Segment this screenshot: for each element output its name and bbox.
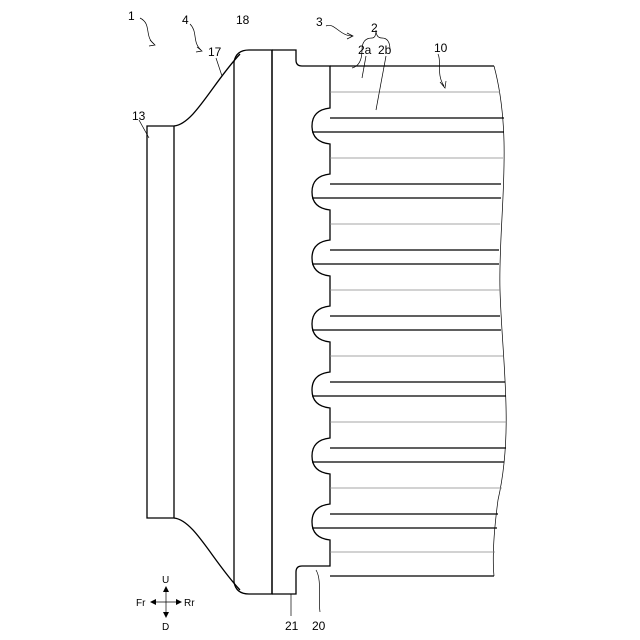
label-2: 2	[371, 21, 378, 35]
direction-down: D	[162, 622, 169, 633]
leader-lines	[139, 18, 446, 616]
ridge-lines	[330, 92, 507, 552]
neck-upper-curve	[174, 54, 240, 126]
label-10: 10	[434, 41, 448, 55]
label-20: 20	[312, 619, 326, 633]
direction-up: U	[162, 575, 169, 586]
grooves	[312, 118, 506, 528]
direction-front: Fr	[136, 598, 146, 609]
direction-rear: Rr	[184, 598, 195, 609]
tab-part	[147, 126, 174, 518]
direction-indicator	[150, 586, 182, 618]
label-13: 13	[132, 109, 146, 123]
label-4: 4	[182, 13, 189, 27]
neck-lower-curve	[174, 518, 240, 590]
label-18: 18	[236, 13, 250, 27]
label-3: 3	[316, 15, 323, 29]
label-2a: 2a	[358, 43, 372, 57]
label-17: 17	[208, 45, 222, 59]
label-2b: 2b	[378, 43, 392, 57]
flange	[234, 50, 272, 594]
label-21: 21	[285, 619, 299, 633]
label-1: 1	[128, 9, 135, 23]
break-line	[493, 66, 506, 576]
